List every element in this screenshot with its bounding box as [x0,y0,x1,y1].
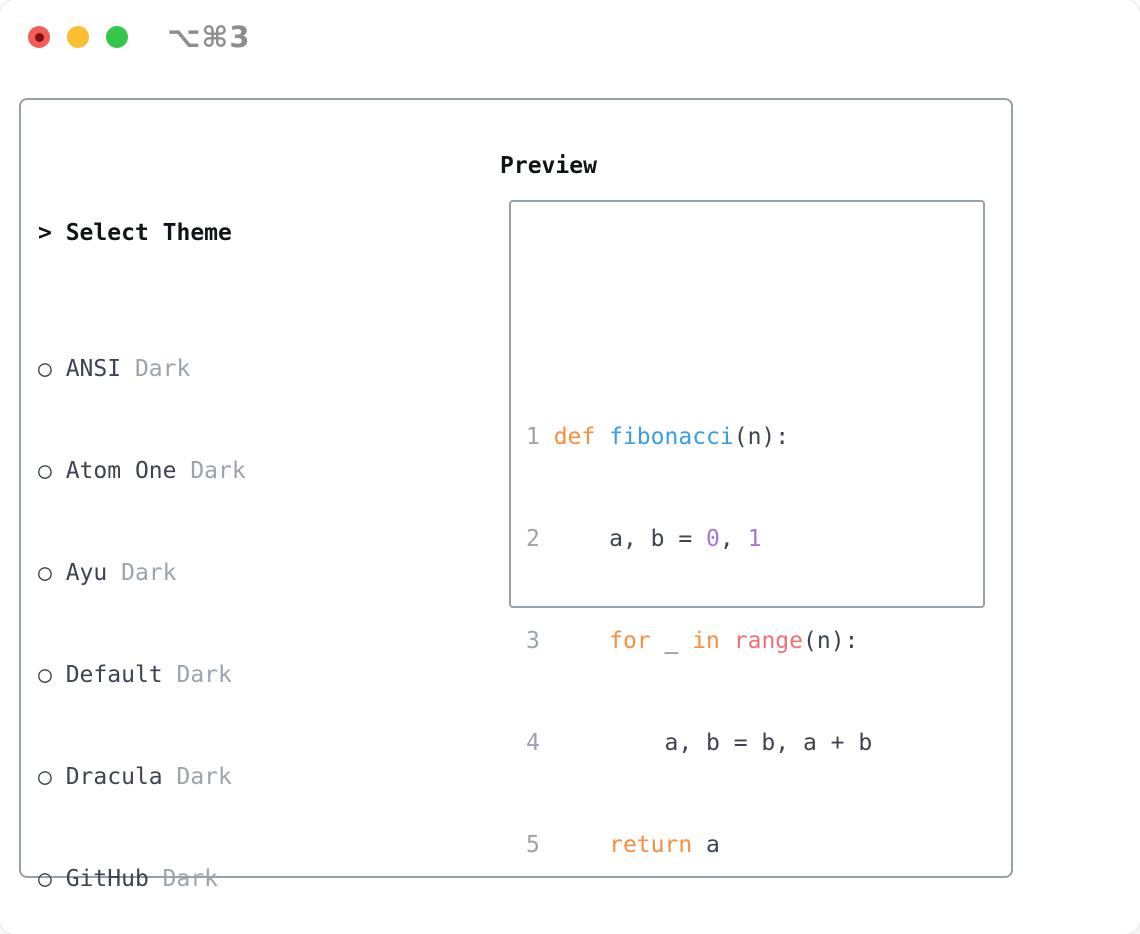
line-number: 2 [526,526,540,552]
radio-unselected-icon: ○ [38,356,52,382]
zoom-button[interactable] [106,26,128,48]
prompt-icon: > [38,220,52,246]
minimize-button[interactable] [67,26,89,48]
radio-unselected-icon: ○ [38,560,52,586]
radio-unselected-icon: ○ [38,764,52,790]
preview-title: Preview [500,153,597,179]
line-number: 1 [526,424,540,450]
theme-list-header: > Select Theme [38,216,426,250]
code-line-2: 2 a, b = 0, 1 [526,526,762,552]
line-number: 3 [526,628,540,654]
close-dot-icon [34,32,44,42]
code-line-5: 5 return a [526,832,720,858]
radio-unselected-icon: ○ [38,866,52,892]
line-number: 5 [526,832,540,858]
code-line-4: 4 a, b = b, a + b [526,730,873,756]
radio-unselected-icon: ○ [38,458,52,484]
window-controls [28,26,128,48]
radio-unselected-icon: ○ [38,662,52,688]
code-line-3: 3 for _ in range(n): [526,628,859,654]
line-number: 4 [526,730,540,756]
blank-line [526,284,983,318]
window-title-shortcut: ⌥⌘3 [167,20,251,54]
close-button[interactable] [28,26,50,48]
theme-list-title: Select Theme [65,220,232,246]
